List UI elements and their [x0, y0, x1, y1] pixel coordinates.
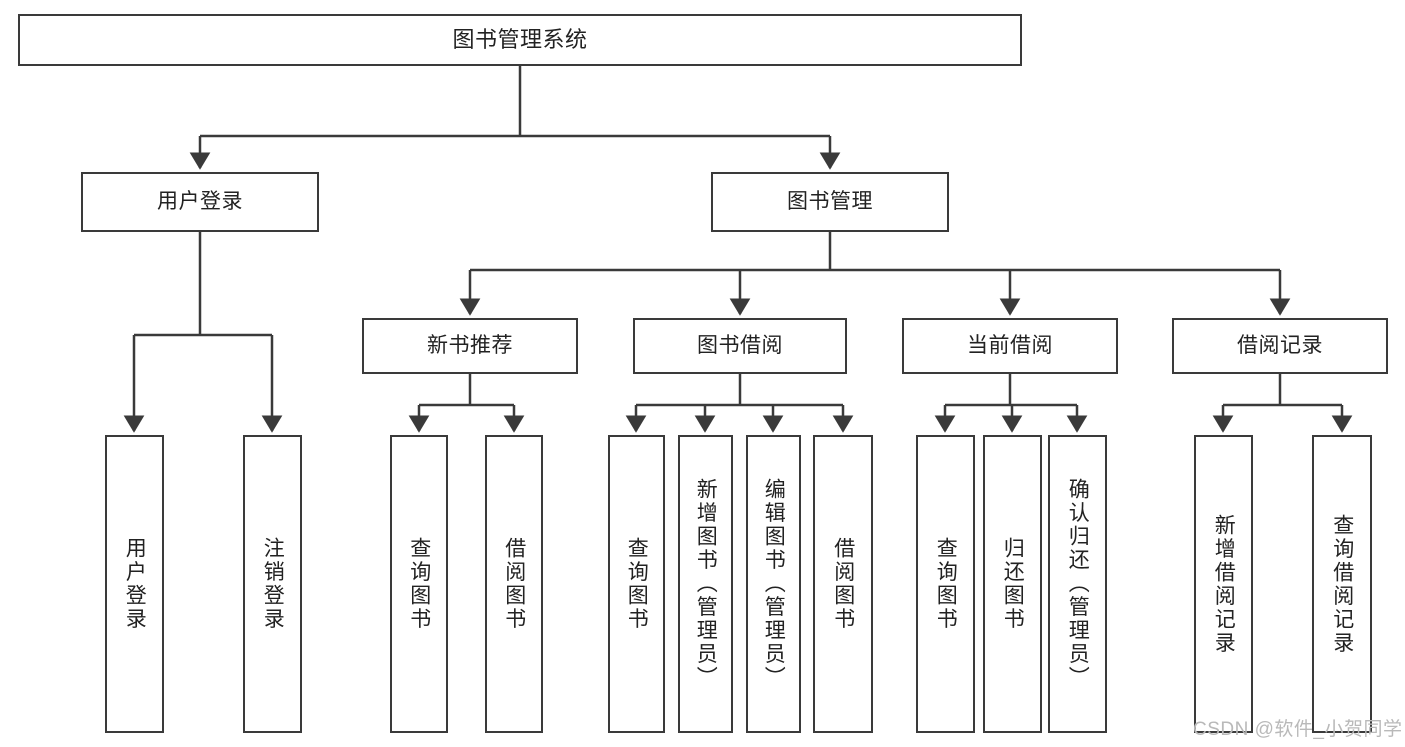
leaf-add-book-admin[interactable]: 新增图书（管理员） — [678, 435, 733, 733]
leaf-user-logout[interactable]: 注销登录 — [243, 435, 302, 733]
leaf-query-borrow-record-label: 查询借阅记录 — [1330, 513, 1354, 655]
node-current-borrow-label: 当前借阅 — [967, 334, 1053, 358]
leaf-user-login[interactable]: 用户登录 — [105, 435, 164, 733]
leaf-borrow-book-label: 借阅图书 — [831, 537, 855, 631]
leaf-user-logout-label: 注销登录 — [261, 537, 285, 631]
leaf-confirm-return-admin-label: 确认归还（管理员） — [1066, 478, 1090, 690]
node-borrow-record-label: 借阅记录 — [1237, 334, 1323, 358]
leaf-add-borrow-record-label: 新增借阅记录 — [1212, 513, 1236, 655]
leaf-return-book-label: 归还图书 — [1001, 537, 1025, 631]
node-book-management-label: 图书管理 — [787, 190, 873, 214]
node-new-book-recommend-label: 新书推荐 — [427, 334, 513, 358]
leaf-return-book[interactable]: 归还图书 — [983, 435, 1042, 733]
leaf-edit-book-admin-label: 编辑图书（管理员） — [762, 478, 786, 690]
node-book-borrow[interactable]: 图书借阅 — [633, 318, 847, 374]
leaf-borrow-book-recommend[interactable]: 借阅图书 — [485, 435, 543, 733]
leaf-edit-book-admin[interactable]: 编辑图书（管理员） — [746, 435, 801, 733]
leaf-add-book-admin-label: 新增图书（管理员） — [694, 478, 718, 690]
leaf-borrow-book[interactable]: 借阅图书 — [813, 435, 873, 733]
node-book-borrow-label: 图书借阅 — [697, 334, 783, 358]
node-root[interactable]: 图书管理系统 — [18, 14, 1022, 66]
node-user-login-label: 用户登录 — [157, 190, 243, 214]
leaf-add-borrow-record[interactable]: 新增借阅记录 — [1194, 435, 1253, 733]
leaf-query-borrow-record[interactable]: 查询借阅记录 — [1312, 435, 1372, 733]
node-root-label: 图书管理系统 — [452, 26, 588, 52]
leaf-query-book-current-label: 查询图书 — [934, 537, 958, 631]
leaf-query-book-current[interactable]: 查询图书 — [916, 435, 975, 733]
node-book-management[interactable]: 图书管理 — [711, 172, 949, 232]
leaf-query-book-borrow[interactable]: 查询图书 — [608, 435, 665, 733]
node-current-borrow[interactable]: 当前借阅 — [902, 318, 1118, 374]
leaf-query-book-recommend-label: 查询图书 — [407, 537, 431, 631]
leaf-query-book-recommend[interactable]: 查询图书 — [390, 435, 448, 733]
node-user-login[interactable]: 用户登录 — [81, 172, 319, 232]
node-new-book-recommend[interactable]: 新书推荐 — [362, 318, 578, 374]
leaf-borrow-book-recommend-label: 借阅图书 — [502, 537, 526, 631]
leaf-user-login-label: 用户登录 — [123, 537, 147, 631]
node-borrow-record[interactable]: 借阅记录 — [1172, 318, 1388, 374]
csdn-watermark: CSDN @软件_小贺同学 — [1193, 719, 1403, 740]
leaf-query-book-borrow-label: 查询图书 — [625, 537, 649, 631]
leaf-confirm-return-admin[interactable]: 确认归还（管理员） — [1048, 435, 1107, 733]
